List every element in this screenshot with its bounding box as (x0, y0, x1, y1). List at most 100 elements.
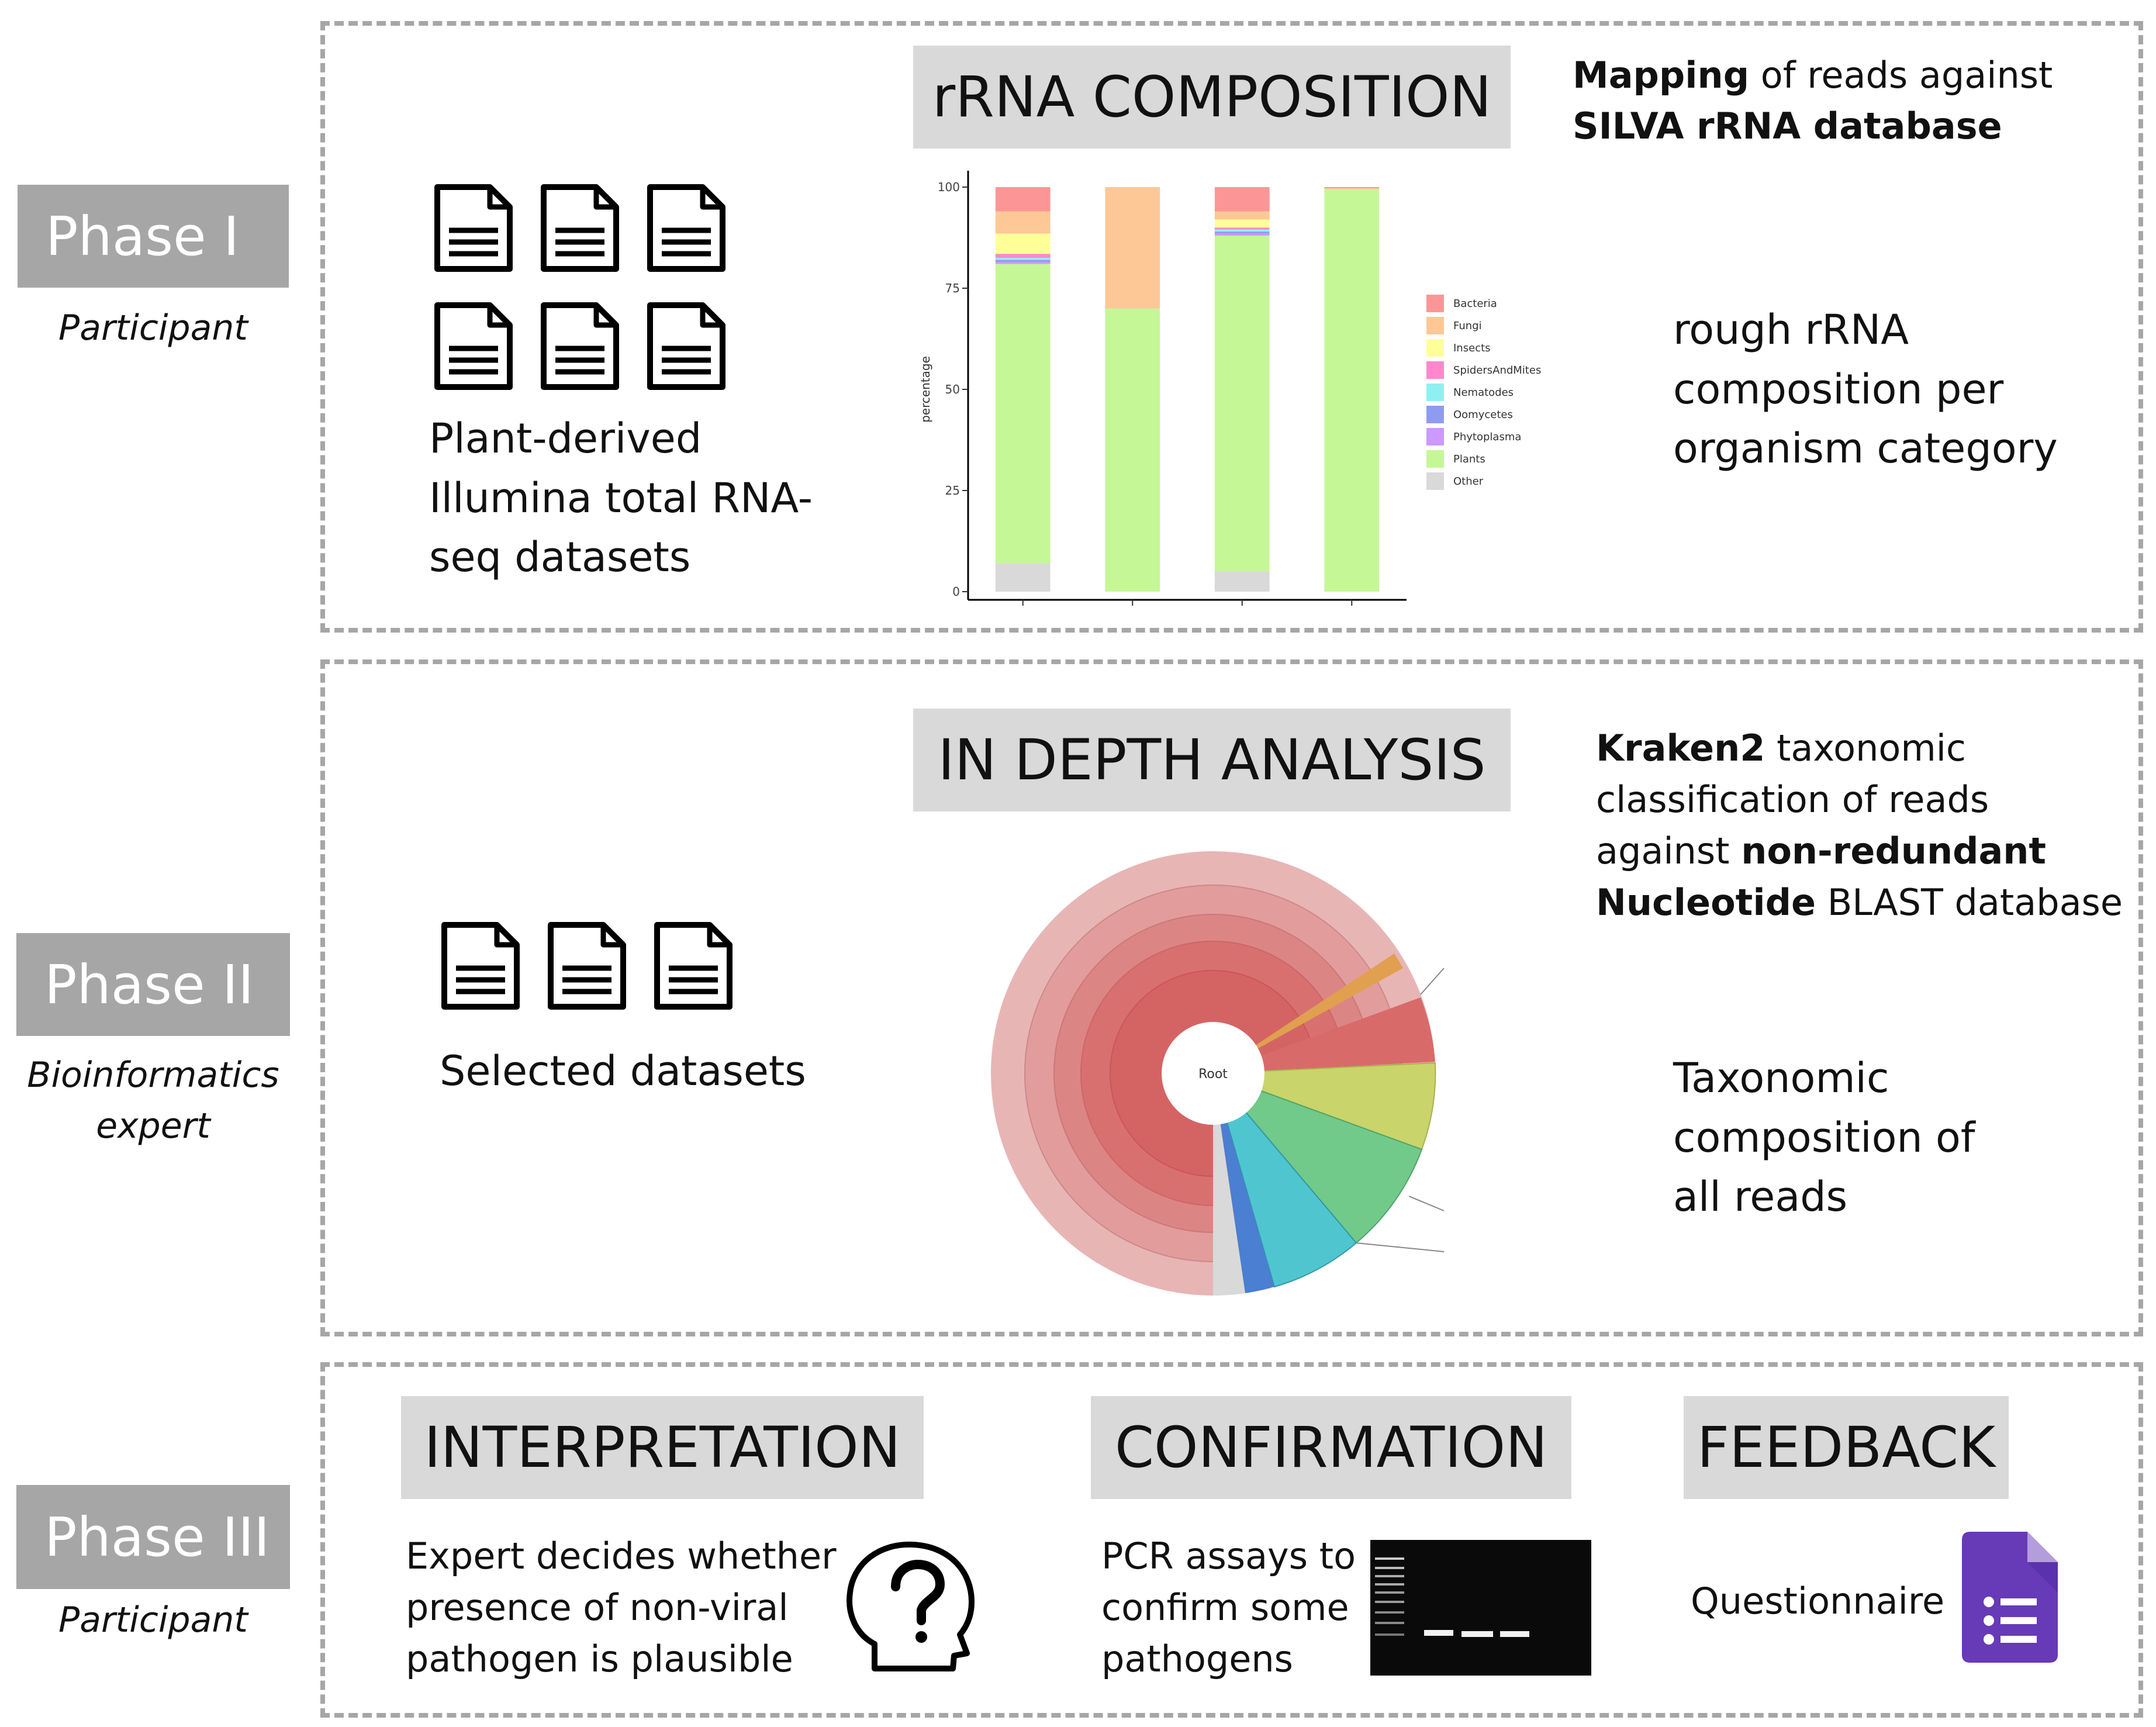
legend-label: Fungi (1453, 320, 1482, 332)
legend-label: Other (1453, 475, 1484, 488)
bar-segment-plants (1324, 189, 1380, 592)
legend-label: Phytoplasma (1453, 431, 1521, 443)
legend-label: Insects (1453, 342, 1491, 354)
in-depth-analysis-title-text: IN DEPTH ANALYSIS (938, 727, 1486, 793)
phase-2-label: Phase II (44, 953, 254, 1016)
phase-3-panel (320, 1362, 2143, 1718)
bar-segment-insects (1214, 219, 1270, 228)
rrna-result-line-2: composition per (1673, 365, 2004, 413)
rrna-composition-title-text: rRNA COMPOSITION (932, 64, 1492, 130)
y-tick-label: 0 (952, 585, 960, 599)
krona-leader-line (1356, 1242, 1445, 1252)
confirmation-text: PCR assays to confirm some pathogens (1101, 1531, 1394, 1685)
in-depth-analysis-title: IN DEPTH ANALYSIS (913, 709, 1511, 811)
gel-image (1370, 1540, 1591, 1676)
phase-3-role: Participant (58, 1600, 248, 1640)
kraken-rest-1: taxonomic (1765, 727, 1967, 769)
y-tick-label: 50 (945, 382, 960, 396)
krona-center (1162, 1022, 1264, 1125)
bar-segment-spidersandmites (1214, 227, 1270, 230)
plant-datasets-line-3: seq datasets (429, 533, 691, 581)
feedback-title-text: FEEDBACK (1697, 1415, 1996, 1480)
krona-teal-segment (1212, 1073, 1357, 1288)
non-redundant-bold: non-redundant (1741, 830, 2047, 873)
document-icon (541, 302, 619, 390)
bar-segment-fungi (995, 211, 1051, 234)
kraken-line-2: classification of reads (1596, 778, 1989, 821)
legend-label: Oomycetes (1453, 409, 1513, 421)
rrna-result-text: rough rRNA composition per organism cate… (1673, 301, 2129, 479)
krona-blue-segment (1213, 1073, 1274, 1293)
y-tick-label: 100 (938, 180, 960, 194)
legend-swatch (1426, 428, 1444, 445)
document-icon (548, 922, 626, 1010)
question-head-icon (846, 1541, 975, 1671)
legend-swatch (1426, 317, 1444, 334)
phase-3-tag: Phase III (16, 1485, 290, 1589)
interpretation-title: INTERPRETATION (401, 1396, 924, 1499)
bar-segment-spidersandmites (995, 254, 1051, 258)
nucleotide-bold: Nucleotide (1596, 881, 1816, 924)
plant-datasets-text: Plant-derived Illumina total RNA- seq da… (429, 409, 838, 588)
y-tick-label: 25 (945, 483, 960, 498)
kraken2-bold: Kraken2 (1596, 727, 1765, 769)
taxonomic-result-text: Taxonomic composition of all reads (1673, 1049, 2129, 1227)
bar-segment-oomycetes (995, 260, 1051, 262)
mapping-rest: of reads against (1749, 54, 2053, 96)
krona-leader-line (1420, 968, 1445, 995)
feedback-title: FEEDBACK (1684, 1396, 2009, 1499)
bar-segment-other (995, 563, 1051, 592)
bar-segment-bacteria (1324, 187, 1380, 189)
mapping-method-text: Mapping of reads against SILVA rRNA data… (1573, 50, 2122, 152)
confirmation-line-1: PCR assays to (1101, 1535, 1356, 1577)
taxonomic-result-line-1: Taxonomic (1673, 1054, 1889, 1102)
rrna-composition-title: rRNA COMPOSITION (913, 46, 1511, 148)
legend-label: Plants (1453, 453, 1485, 465)
kraken-rest-3: against (1596, 830, 1742, 873)
legend-swatch (1426, 295, 1444, 312)
bar-segment-other (1214, 571, 1270, 592)
interpretation-line-3: pathogen is plausible (406, 1638, 793, 1681)
bar-segment-bacteria (1214, 187, 1270, 212)
confirmation-title: CONFIRMATION (1091, 1396, 1571, 1499)
krona-bacteria-segment (1211, 1072, 1423, 1244)
krona-plant-segment (1213, 997, 1435, 1073)
document-icon (434, 184, 513, 272)
document-icon (434, 302, 513, 390)
taxonomic-result-line-2: composition of (1673, 1113, 1975, 1162)
phase-2-role: Bioinformatics expert (27, 1055, 279, 1146)
bar-segment-phytoplasma (1214, 233, 1270, 236)
phase-2-panel (320, 659, 2143, 1336)
legend-label: SpidersAndMites (1453, 364, 1541, 377)
legend-label: Nematodes (1453, 386, 1514, 399)
bar-segment-bacteria (995, 187, 1051, 212)
krona-leader-line (1408, 1196, 1445, 1211)
bar-segment-nematodes (995, 258, 1051, 260)
phase-1-tag: Phase I (18, 185, 289, 288)
legend-label: Bacteria (1453, 298, 1497, 310)
krona-orange-segment (1213, 954, 1403, 1073)
bar-segment-fungi (1105, 187, 1160, 309)
confirmation-title-text: CONFIRMATION (1114, 1415, 1547, 1480)
y-tick-label: 75 (945, 281, 960, 295)
krona-root-label: Root (1198, 1067, 1228, 1082)
legend-swatch (1426, 384, 1444, 401)
krona-sunburst-chart: Root (991, 851, 1445, 1296)
document-icon (441, 922, 520, 1010)
legend-swatch (1426, 339, 1444, 357)
phase-1-label: Phase I (46, 205, 240, 268)
legend-swatch (1426, 406, 1444, 423)
legend-swatch (1426, 472, 1444, 490)
rrna-stacked-bar-chart: 0255075100percentageBacteriaFungiInsects… (918, 171, 1541, 606)
selected-datasets-text: Selected datasets (440, 1047, 806, 1095)
krona-no-hits-segment (1212, 1062, 1436, 1151)
bar-segment-plants (995, 264, 1051, 564)
bar-segment-insects (995, 233, 1051, 254)
interpretation-line-2: presence of non-viral (406, 1586, 789, 1629)
mapping-bold: Mapping (1573, 54, 1750, 96)
silva-bold: SILVA rRNA database (1573, 104, 2002, 147)
confirmation-line-2: confirm some (1101, 1586, 1349, 1629)
phase-3-label: Phase III (44, 1505, 270, 1569)
plant-datasets-line-1: Plant-derived (429, 415, 702, 462)
plant-datasets-line-2: Illumina total RNA- (429, 474, 813, 522)
